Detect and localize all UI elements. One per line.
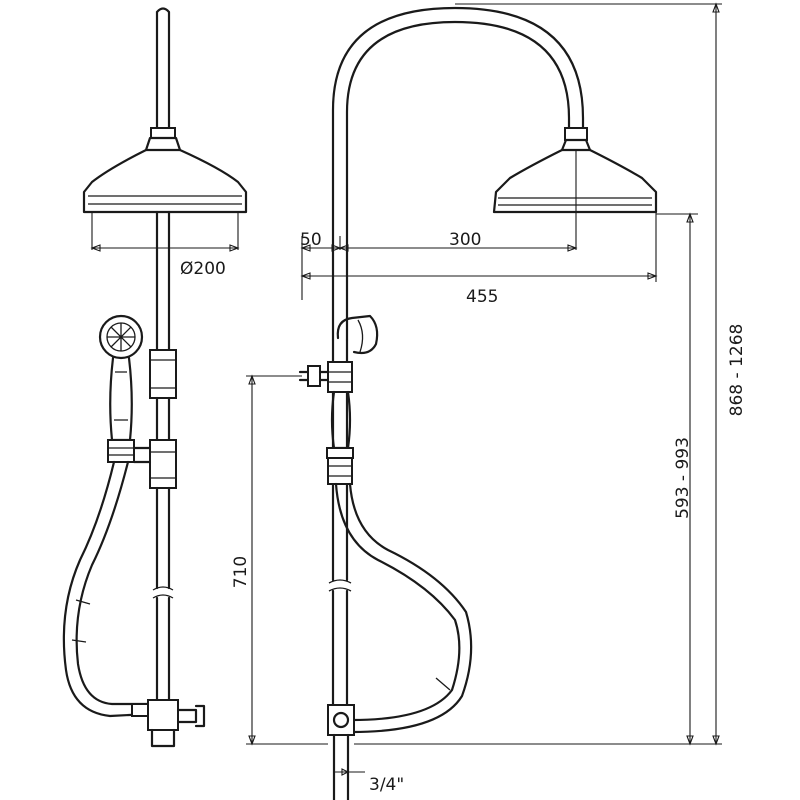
front-hose [62, 460, 150, 718]
side-gooseneck-arm [331, 6, 585, 342]
front-slider-collar [149, 349, 177, 399]
front-riser-top [155, 7, 171, 130]
front-hand-shower [98, 314, 144, 463]
side-inlet-pipe [332, 733, 350, 800]
dim-head-height-range: 593 - 993 [673, 437, 693, 519]
front-column [155, 210, 171, 352]
side-valve-body [327, 704, 355, 736]
side-view [298, 6, 658, 800]
dim-overall-height-range: 868 - 1268 [727, 324, 747, 417]
front-head-connector [150, 127, 176, 139]
front-valve-body [147, 699, 179, 731]
front-shower-head [82, 148, 248, 214]
dim-offset-small: 50 [300, 230, 322, 250]
side-diverter-knob [298, 314, 379, 393]
front-holder-bracket [132, 446, 152, 464]
dim-outlet-height: 710 [231, 556, 251, 588]
dim-inlet-thread: 3/4" [369, 775, 404, 795]
dim-head-diameter: Ø200 [180, 259, 226, 279]
side-hose [334, 482, 461, 722]
dim-total-reach: 455 [466, 287, 498, 307]
side-hand-shower [326, 390, 354, 485]
dimension-lines: 50 300 455 710 593 - 993 868 - 1268 3/4" [231, 2, 747, 795]
front-view: Ø200 [62, 7, 248, 748]
dim-arm-reach: 300 [449, 230, 481, 250]
side-shower-head [492, 148, 658, 214]
